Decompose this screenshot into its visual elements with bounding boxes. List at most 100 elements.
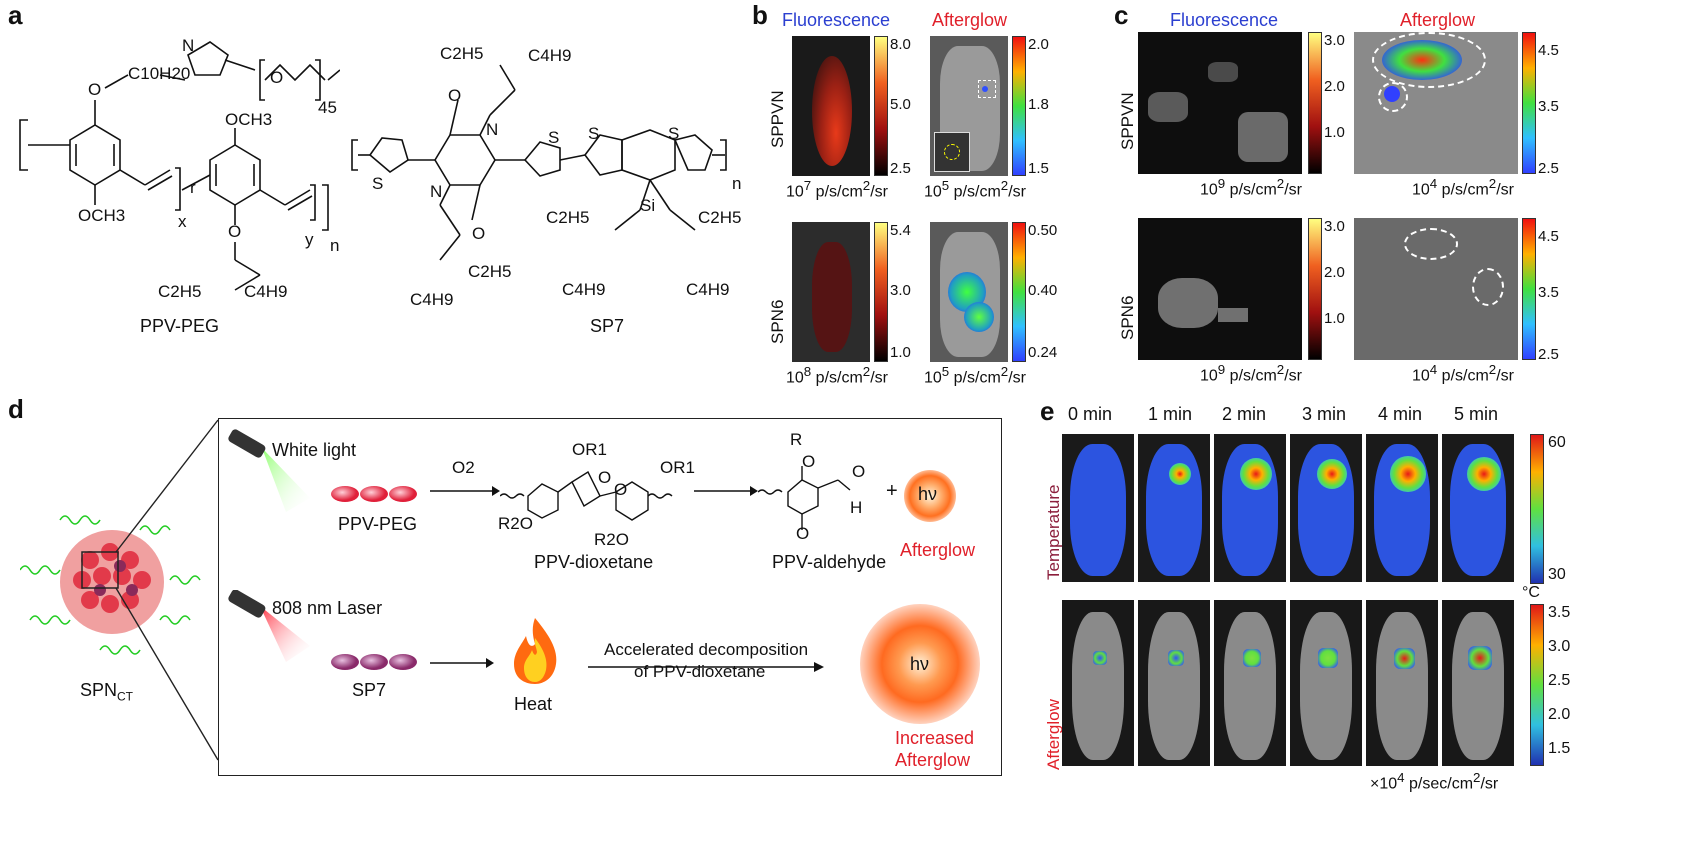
- panel-label-b: b: [752, 0, 768, 30]
- aldehyde-label: PPV-aldehyde: [772, 552, 887, 572]
- b-ag-unit-sppvn: 105 p/s/cm2/sr: [924, 178, 1026, 201]
- white-light-label: White light: [272, 440, 357, 460]
- sp7-atom-c2h5-top: C2H5: [440, 44, 484, 63]
- e-time-1: 1 min: [1148, 404, 1193, 424]
- spnct-nanoparticle: [20, 515, 201, 655]
- ppv-atom-n45: 45: [318, 98, 337, 117]
- c-fl-tick-sppvn-2: 1.0: [1324, 124, 1345, 141]
- c-ag-tick-sppvn-0: 4.5: [1538, 42, 1559, 59]
- ppv-atom-n: n: [330, 236, 340, 255]
- e-row-label-temp: Temperature: [1044, 484, 1063, 580]
- b-ag-tick-spn6-2: 0.24: [1028, 344, 1058, 361]
- e-afterglow-image-3: [1290, 600, 1362, 766]
- c-ag-tick-sppvn-2: 2.5: [1538, 160, 1559, 177]
- sp7-atom-s-fused2: S: [668, 124, 680, 143]
- panel-label-d: d: [8, 394, 24, 424]
- panel-label-a: a: [8, 0, 23, 30]
- flashlight-white-icon: [228, 429, 310, 512]
- hv-label-large: hν: [910, 654, 930, 674]
- sp7-atom-c2h5-r2: C2H5: [698, 208, 742, 227]
- sp7-atom-o-top: O: [448, 86, 462, 105]
- b-ag-tick-spn6-0: 0.50: [1028, 222, 1058, 239]
- c-ag-colorbar-spn6: [1522, 218, 1536, 360]
- sp7-atom-n-sub: n: [732, 174, 742, 193]
- panel-label-c: c: [1114, 0, 1129, 30]
- diox-r2o-left: R2O: [498, 514, 533, 533]
- b-row-label-sppvn: SPPVN: [768, 90, 787, 148]
- e-temp-image-3: [1290, 434, 1362, 582]
- afterglow-label-small: Afterglow: [900, 540, 976, 560]
- e-ag-colorbar: [1530, 604, 1544, 766]
- e-ag-tick-4: 1.5: [1548, 740, 1571, 757]
- diox-r2o-bottom: R2O: [594, 530, 629, 549]
- hv-label-small: hν: [918, 484, 938, 504]
- heat-label: Heat: [514, 694, 553, 714]
- c-row-label-sppvn: SPPVN: [1118, 92, 1137, 150]
- e-temp-hotspot-4: [1390, 456, 1426, 492]
- e-row-label-afterglow: Afterglow: [1044, 699, 1063, 770]
- c-title-fluorescence: Fluorescence: [1170, 10, 1279, 30]
- b-title-fluorescence: Fluorescence: [782, 10, 891, 30]
- zoom-lines: [115, 419, 219, 761]
- sp7-atom-n-bottom: N: [430, 182, 443, 201]
- b-ag-tick-sppvn-0: 2.0: [1028, 36, 1049, 53]
- c-ag-image-spn6: [1354, 218, 1518, 360]
- ppv-atom-o2: O: [228, 222, 242, 241]
- e-time-0: 0 min: [1068, 404, 1113, 424]
- b-fl-colorbar-spn6: [874, 222, 888, 362]
- b-fl-unit-sppvn: 107 p/s/cm2/sr: [786, 178, 888, 201]
- b-fl-unit-spn6: 108 p/s/cm2/sr: [786, 364, 888, 387]
- arrow-o2: [430, 486, 500, 496]
- b-ag-tick-spn6-1: 0.40: [1028, 282, 1058, 299]
- ald-h: H: [850, 498, 863, 517]
- c-ag-unit-sppvn: 104 p/s/cm2/sr: [1412, 176, 1514, 199]
- e-afterglow-image-4: [1366, 600, 1438, 766]
- e-afterglow-spot-0: [1093, 651, 1107, 665]
- c-ag-tick-sppvn-1: 3.5: [1538, 98, 1559, 115]
- arrow-heat: [430, 658, 494, 668]
- e-time-3: 3 min: [1302, 404, 1347, 424]
- ppv-atom-x: x: [178, 212, 187, 231]
- diox-or1-right: OR1: [660, 458, 695, 477]
- dioxetane-label: PPV-dioxetane: [534, 552, 654, 572]
- b-ag-unit-spn6: 105 p/s/cm2/sr: [924, 364, 1026, 387]
- accel-label-2: of PPV-dioxetane: [634, 662, 766, 681]
- sp7-atom-c4h9-r1: C4H9: [562, 280, 606, 299]
- e-ag-unit: ×104 p/sec/cm2/sr: [1370, 770, 1499, 793]
- laser-label: 808 nm Laser: [272, 598, 383, 618]
- c-ag-image-sppvn: [1354, 32, 1518, 174]
- e-afterglow-spot-1: [1168, 650, 1184, 666]
- accel-label-1: Accelerated decomposition: [604, 640, 809, 659]
- e-ag-tick-3: 2.0: [1548, 706, 1571, 723]
- sp7-atom-c2h5-r1: C2H5: [546, 208, 590, 227]
- e-temp-hotspot-2: [1240, 458, 1272, 490]
- hv-glow-small: [904, 470, 956, 522]
- diox-or1-left: OR1: [572, 440, 607, 459]
- e-afterglow-image-1: [1138, 600, 1210, 766]
- sp7-atom-o-bottom: O: [472, 224, 486, 243]
- sp7-name: SP7: [590, 316, 625, 336]
- c-fl-tick-spn6-1: 2.0: [1324, 264, 1345, 281]
- c-fl-colorbar-spn6: [1308, 218, 1322, 360]
- sp7-beads: [331, 654, 417, 670]
- b-fl-tick-sppvn-0: 8.0: [890, 36, 911, 53]
- sp7-atom-c2h5-left: C2H5: [468, 262, 512, 281]
- arrow-accel: [588, 662, 824, 672]
- ald-r: R: [790, 430, 803, 449]
- e-time-4: 4 min: [1378, 404, 1423, 424]
- ppv-atom-o: O: [88, 80, 102, 99]
- b-fl-tick-sppvn-2: 2.5: [890, 160, 911, 177]
- c-fl-image-sppvn: [1138, 32, 1302, 174]
- c-ag-unit-spn6: 104 p/s/cm2/sr: [1412, 362, 1514, 385]
- ppv-peg-structure: [19, 41, 340, 291]
- plus-sign: +: [886, 480, 898, 502]
- d-ppv-peg-label: PPV-PEG: [338, 514, 418, 534]
- d-sp7-label: SP7: [352, 680, 387, 700]
- diox-o1: O: [598, 468, 612, 487]
- sp7-atom-s-mid: S: [548, 128, 560, 147]
- b-ag-image-spn6: [930, 222, 1008, 362]
- ppv-atom-och3-top: OCH3: [225, 110, 273, 129]
- sp7-atom-n-top: N: [486, 120, 499, 139]
- b-ag-tick-sppvn-2: 1.5: [1028, 160, 1049, 177]
- sp7-atom-s-left: S: [372, 174, 384, 193]
